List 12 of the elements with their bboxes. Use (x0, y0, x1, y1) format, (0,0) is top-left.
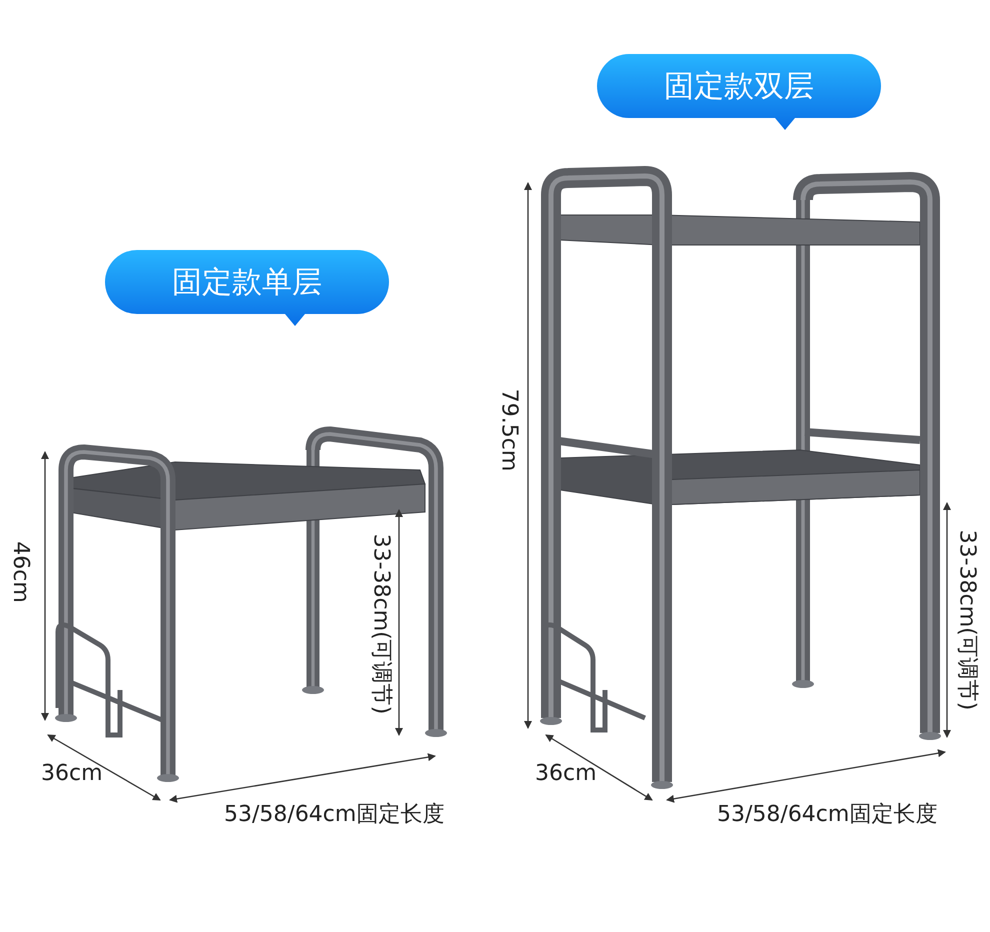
callout-bubble (105, 250, 389, 326)
callout-text: 固定款双层 (663, 68, 815, 106)
dimension-label: 53/58/64cm固定长度 (717, 804, 938, 826)
dimension-label: 46cm (8, 541, 31, 603)
dimension-label: 36cm (41, 763, 103, 785)
callout-bubble (597, 54, 881, 130)
dimension-label: 33-38cm(可调节) (368, 534, 391, 714)
dimension-label: 53/58/64cm固定长度 (224, 804, 444, 826)
dimension-label: 36cm (535, 763, 597, 785)
dimension-label: 33-38cm(可调节) (954, 530, 977, 710)
callout-text: 固定款单层 (171, 264, 323, 302)
dimension-label: 79.5cm (496, 388, 519, 472)
